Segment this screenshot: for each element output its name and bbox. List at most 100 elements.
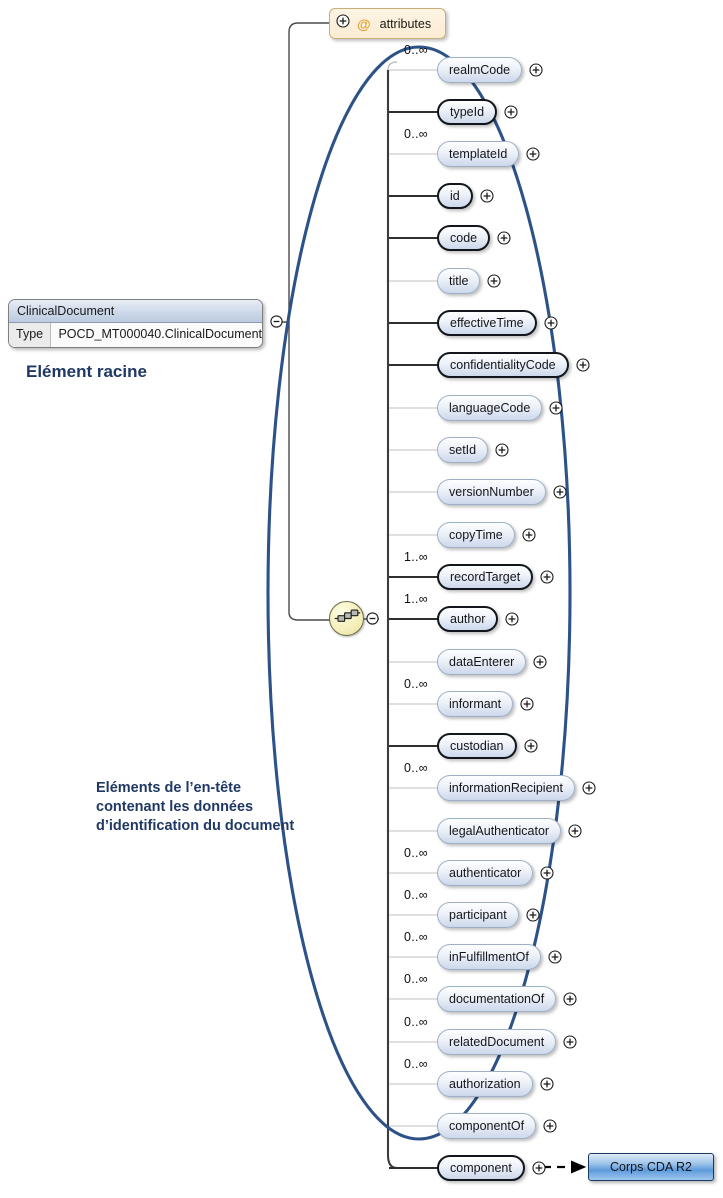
- element-id[interactable]: id: [437, 183, 473, 209]
- element-custodian[interactable]: custodian: [437, 733, 517, 759]
- cardinality-label: 0..∞: [404, 43, 429, 57]
- plus-circle-icon[interactable]: [526, 908, 540, 922]
- element-confidentialityCode[interactable]: confidentialityCode: [437, 352, 569, 378]
- element-dataEnterer[interactable]: dataEnterer: [437, 649, 527, 675]
- element-authorization[interactable]: authorization: [437, 1071, 533, 1097]
- element-authenticator[interactable]: authenticator: [437, 860, 534, 886]
- element-label: dataEnterer: [449, 655, 515, 669]
- plus-circle-icon[interactable]: [532, 1161, 546, 1175]
- cardinality-label: 1..∞: [404, 550, 429, 564]
- plus-circle-icon[interactable]: [336, 14, 350, 33]
- element-label: code: [450, 231, 478, 245]
- plus-circle-icon[interactable]: [540, 866, 554, 880]
- element-label: participant: [449, 908, 507, 922]
- plus-circle-icon[interactable]: [540, 1077, 554, 1091]
- element-code[interactable]: code: [437, 225, 491, 251]
- element-label: componentOf: [449, 1119, 525, 1133]
- plus-circle-icon[interactable]: [529, 63, 543, 77]
- element-label: authenticator: [449, 866, 522, 880]
- plus-circle-icon[interactable]: [576, 358, 590, 372]
- sequence-minus-circle-icon[interactable]: [366, 612, 379, 625]
- element-effectiveTime[interactable]: effectiveTime: [437, 310, 537, 336]
- plus-circle-icon[interactable]: [563, 1035, 577, 1049]
- plus-circle-icon[interactable]: [544, 316, 558, 330]
- plus-circle-icon[interactable]: [533, 655, 547, 669]
- cardinality-label: 0..∞: [404, 1057, 429, 1071]
- element-recordTarget[interactable]: recordTarget: [437, 564, 534, 590]
- plus-circle-icon[interactable]: [563, 992, 577, 1006]
- plus-circle-icon[interactable]: [504, 105, 518, 119]
- minus-circle-icon[interactable]: [270, 315, 283, 328]
- plus-circle-icon[interactable]: [543, 1119, 557, 1133]
- attributes-label: attributes: [379, 16, 432, 31]
- cardinality-label: 1..∞: [404, 592, 429, 606]
- cardinality-label: 0..∞: [404, 930, 429, 944]
- plus-circle-icon[interactable]: [497, 231, 511, 245]
- element-label: legalAuthenticator: [449, 824, 550, 838]
- plus-circle-icon[interactable]: [582, 781, 596, 795]
- root-element-name: ClinicalDocument: [9, 300, 262, 323]
- cardinality-label: 0..∞: [404, 846, 429, 860]
- element-documentationOf[interactable]: documentationOf: [437, 986, 557, 1012]
- element-label: effectiveTime: [450, 316, 524, 330]
- plus-circle-icon[interactable]: [520, 697, 534, 711]
- element-relatedDocument[interactable]: relatedDocument: [437, 1029, 557, 1055]
- element-copyTime[interactable]: copyTime: [437, 522, 515, 548]
- cardinality-label: 0..∞: [404, 677, 429, 691]
- element-legalAuthenticator[interactable]: legalAuthenticator: [437, 818, 562, 844]
- element-component[interactable]: component: [437, 1155, 525, 1181]
- cardinality-label: 0..∞: [404, 127, 429, 141]
- element-label: templateId: [449, 147, 508, 161]
- plus-circle-icon[interactable]: [548, 950, 562, 964]
- element-versionNumber[interactable]: versionNumber: [437, 479, 546, 505]
- plus-circle-icon[interactable]: [526, 147, 540, 161]
- element-templateId[interactable]: templateId: [437, 141, 520, 167]
- plus-circle-icon[interactable]: [480, 189, 494, 203]
- plus-circle-icon[interactable]: [487, 274, 501, 288]
- plus-circle-icon[interactable]: [553, 485, 567, 499]
- root-element-type-row: Type POCD_MT000040.ClinicalDocument: [9, 323, 262, 347]
- element-informant[interactable]: informant: [437, 691, 514, 717]
- element-label: custodian: [450, 739, 504, 753]
- cardinality-label: 0..∞: [404, 761, 429, 775]
- plus-circle-icon[interactable]: [540, 570, 554, 584]
- element-typeId[interactable]: typeId: [437, 99, 498, 125]
- sequence-compositor-icon[interactable]: [329, 601, 364, 636]
- element-label: author: [450, 612, 486, 626]
- element-author[interactable]: author: [437, 606, 499, 632]
- element-languageCode[interactable]: languageCode: [437, 395, 543, 421]
- root-element-box[interactable]: ClinicalDocument Type POCD_MT000040.Clin…: [8, 299, 263, 348]
- plus-circle-icon[interactable]: [549, 401, 563, 415]
- plus-circle-icon[interactable]: [495, 443, 509, 457]
- element-label: relatedDocument: [449, 1035, 545, 1049]
- plus-circle-icon[interactable]: [524, 739, 538, 753]
- element-informationRecipient[interactable]: informationRecipient: [437, 775, 575, 801]
- element-label: component: [450, 1161, 512, 1175]
- corps-cda-r2-box[interactable]: Corps CDA R2: [588, 1153, 714, 1181]
- element-label: setId: [449, 443, 477, 457]
- element-realmCode[interactable]: realmCode: [437, 57, 523, 83]
- plus-circle-icon[interactable]: [568, 824, 582, 838]
- element-label: versionNumber: [449, 485, 534, 499]
- element-label: confidentialityCode: [450, 358, 556, 372]
- attributes-node[interactable]: @ attributes: [329, 8, 446, 39]
- element-label: typeId: [450, 105, 485, 119]
- element-title[interactable]: title: [437, 268, 481, 294]
- root-type-label: Type: [9, 323, 52, 347]
- element-setId[interactable]: setId: [437, 437, 489, 463]
- at-symbol-icon: @: [357, 15, 371, 32]
- cardinality-label: 0..∞: [404, 888, 429, 902]
- element-componentOf[interactable]: componentOf: [437, 1113, 537, 1139]
- element-label: title: [449, 274, 469, 288]
- element-label: inFulfillmentOf: [449, 950, 529, 964]
- plus-circle-icon[interactable]: [522, 528, 536, 542]
- annotation-root-element: Elément racine: [26, 362, 147, 381]
- element-participant[interactable]: participant: [437, 902, 519, 928]
- root-type-value: POCD_MT000040.ClinicalDocument: [58, 327, 262, 341]
- plus-circle-icon[interactable]: [505, 612, 519, 626]
- element-label: informationRecipient: [449, 781, 563, 795]
- element-label: id: [450, 189, 460, 203]
- element-inFulfillmentOf[interactable]: inFulfillmentOf: [437, 944, 541, 970]
